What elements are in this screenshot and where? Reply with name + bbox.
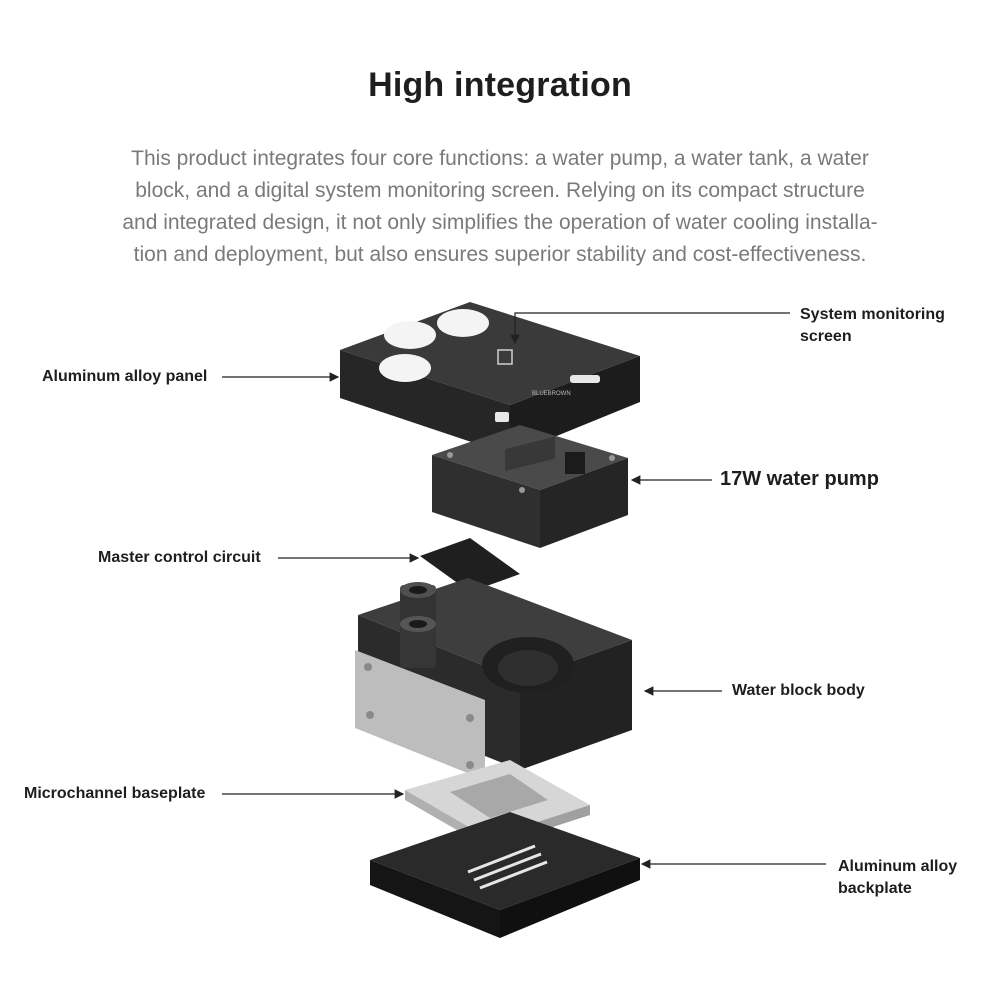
label-aluminum-backplate: Aluminum alloy backplate [838,856,957,900]
label-aluminum-panel: Aluminum alloy panel [42,368,208,385]
water-pump-illustration [432,425,628,548]
label-line: screen [800,328,852,345]
brand-mark: BLUEBROWN [532,391,571,397]
intro-line: This product integrates four core functi… [131,147,869,170]
aluminum-panel-illustration: BLUEBROWN [340,302,640,455]
label-microchannel-baseplate: Microchannel baseplate [24,785,206,802]
label-line: Aluminum alloy [838,858,958,875]
label-monitoring-screen: System monitoring screen [800,304,945,348]
water-block-body-illustration [355,578,632,780]
leader-line-monitor [510,312,790,345]
label-water-pump: 17W water pump [720,468,879,490]
label-line: System monitoring [800,306,945,323]
intro-paragraph: This product integrates four core functi… [60,143,940,271]
label-line: backplate [838,880,912,897]
intro-line: block, and a digital system monitoring s… [135,179,865,202]
aluminum-backplate-illustration [370,812,640,938]
page-title: High integration [368,66,632,104]
intro-line: tion and deployment, but also ensures su… [133,243,867,266]
intro-line: and integrated design, it not only simpl… [122,211,878,234]
label-control-circuit: Master control circuit [98,549,261,566]
label-water-block-body: Water block body [732,682,865,699]
